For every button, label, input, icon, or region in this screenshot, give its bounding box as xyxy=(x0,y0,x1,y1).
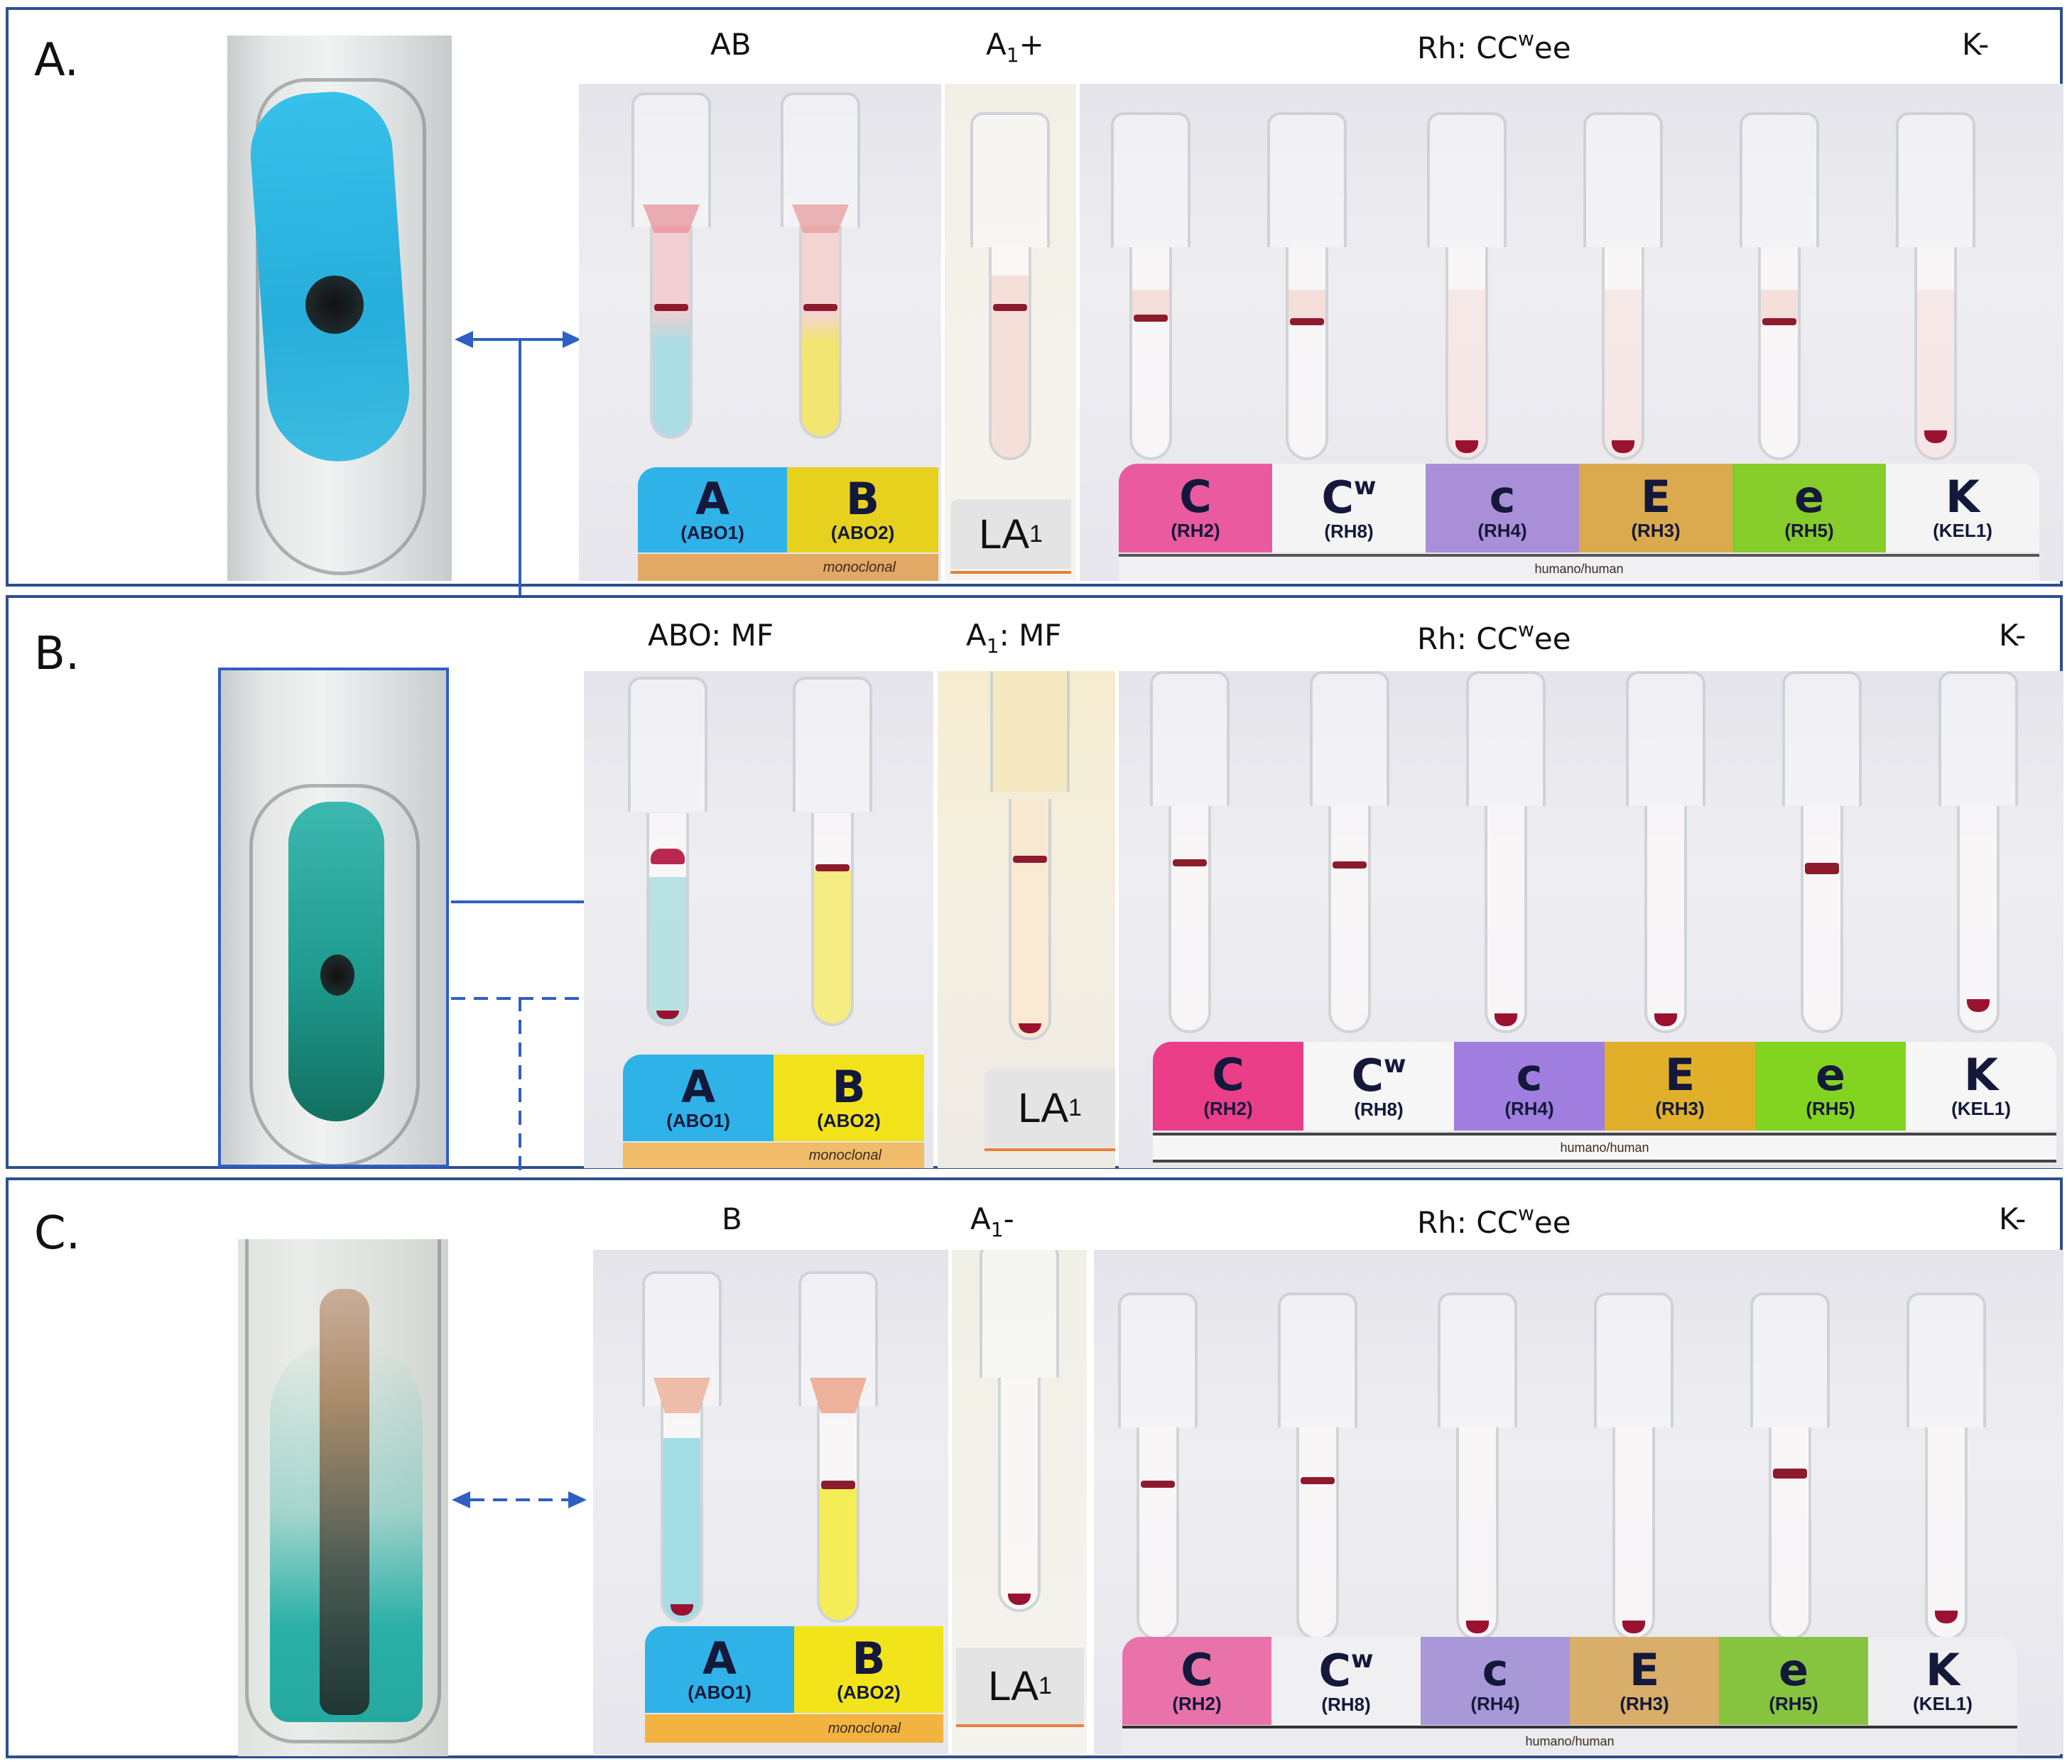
agglutination-band xyxy=(821,1481,855,1489)
brown-streak xyxy=(320,1289,369,1715)
label-rh8: Cw(RH8) xyxy=(1303,1042,1454,1131)
label-rh3: E(RH3) xyxy=(1570,1637,1719,1725)
monoclonal-strip: monoclonal xyxy=(623,1143,924,1168)
agglutination-band xyxy=(1013,856,1047,863)
label-rh2: C(RH2) xyxy=(1119,464,1272,552)
abo-card-a: A(ABO1) B(ABO2) monoclonal xyxy=(579,84,941,581)
connector-dashed-line xyxy=(470,1498,570,1501)
panel-letter: B. xyxy=(34,628,80,680)
rh-label-row: C(RH2) Cw(RH8) c(RH4) E(RH3) e(RH5) K(KE… xyxy=(1119,464,2039,552)
glass-tube xyxy=(256,78,426,575)
agglutination-band xyxy=(803,304,837,311)
abo-label-row: A(ABO1) B(ABO2) xyxy=(638,467,938,552)
human-strip: humano/human xyxy=(1153,1133,2056,1163)
header-abo-result: B xyxy=(722,1202,742,1236)
header-rh-phenotype: Rh: CCwee xyxy=(1417,618,1571,656)
connector-dashed-line xyxy=(451,997,593,1000)
panel-letter: C. xyxy=(34,1207,81,1260)
agglutination-band xyxy=(651,849,685,864)
rh-card-c: C(RH2) Cw(RH8) c(RH4) E(RH3) e(RH5) K(KE… xyxy=(1094,1250,2063,1754)
label-rh2: C(RH2) xyxy=(1122,1637,1271,1725)
rh-label-row: C(RH2) Cw(RH8) c(RH4) E(RH3) e(RH5) K(KE… xyxy=(1153,1042,2056,1131)
la1-underline xyxy=(985,1148,1115,1151)
label-kel1: K(KEL1) xyxy=(1886,464,2039,552)
la1-underline xyxy=(950,571,1071,574)
header-kell-result: K- xyxy=(1962,27,1990,62)
abo-card-c: A(ABO1) B(ABO2) monoclonal xyxy=(593,1250,948,1754)
header-kell-result: K- xyxy=(1999,1202,2027,1236)
arrow-right-icon xyxy=(568,1491,587,1508)
label-rh4: c(RH4) xyxy=(1421,1637,1570,1725)
abo-card-b: A(ABO1) B(ABO2) monoclonal xyxy=(584,671,933,1168)
label-anti-b: B(ABO2) xyxy=(774,1055,924,1141)
human-strip: humano/human xyxy=(1122,1726,2017,1754)
monoclonal-strip: monoclonal xyxy=(645,1714,943,1743)
label-rh3: E(RH3) xyxy=(1579,464,1732,552)
header-a1-result: A1+ xyxy=(986,27,1044,67)
glass-tube xyxy=(245,1239,441,1743)
label-rh4: c(RH4) xyxy=(1426,464,1579,552)
header-kell-result: K- xyxy=(1999,618,2027,653)
agglutination-band xyxy=(654,304,688,311)
abo-label-row: A(ABO1) B(ABO2) xyxy=(645,1626,943,1713)
label-anti-a: A(ABO1) xyxy=(645,1626,794,1713)
agglutinate-dot xyxy=(320,954,354,996)
label-rh8: Cw(RH8) xyxy=(1272,464,1426,552)
label-anti-a: A(ABO1) xyxy=(638,467,787,552)
connector-line xyxy=(472,338,564,341)
label-rh2: C(RH2) xyxy=(1153,1042,1303,1131)
label-rh3: E(RH3) xyxy=(1605,1042,1755,1131)
label-anti-b: B(ABO2) xyxy=(794,1626,943,1713)
label-kel1: K(KEL1) xyxy=(1868,1637,2017,1725)
label-anti-a: A(ABO1) xyxy=(623,1055,774,1141)
reagent-tube-photo-a xyxy=(227,36,452,581)
reagent-tube-photo-b xyxy=(218,668,449,1167)
connector-line xyxy=(451,900,593,903)
agglutinate-dot xyxy=(305,276,364,334)
agglutination-band xyxy=(815,864,850,871)
arrow-left-icon xyxy=(455,331,473,348)
arrow-left-icon xyxy=(452,1491,470,1508)
la1-underline xyxy=(956,1724,1084,1727)
rh-card-b: C(RH2) Cw(RH8) c(RH4) E(RH3) e(RH5) K(KE… xyxy=(1119,671,2063,1168)
abo-label-row: A(ABO1) B(ABO2) xyxy=(623,1055,924,1141)
arrow-right-icon xyxy=(563,331,581,348)
label-rh5: e(RH5) xyxy=(1732,464,1886,552)
glass-tube xyxy=(249,784,420,1165)
header-a1-result: A1- xyxy=(970,1202,1014,1241)
human-strip: humano/human xyxy=(1119,554,2039,581)
header-rh-phenotype: Rh: CCwee xyxy=(1417,1202,1571,1240)
label-kel1: K(KEL1) xyxy=(1906,1042,2056,1131)
label-rh5: e(RH5) xyxy=(1755,1042,1906,1131)
header-abo-result: ABO: MF xyxy=(648,618,774,653)
header-a1-result: A1: MF xyxy=(966,618,1062,658)
label-anti-b: B(ABO2) xyxy=(787,467,938,552)
header-abo-result: AB xyxy=(710,27,752,62)
panel-letter: A. xyxy=(34,34,79,87)
header-rh-phenotype: Rh: CCwee xyxy=(1417,27,1571,65)
reagent-tube-photo-c xyxy=(238,1239,448,1756)
label-rh8: Cw(RH8) xyxy=(1271,1637,1421,1725)
label-rh4: c(RH4) xyxy=(1454,1042,1605,1131)
monoclonal-strip: monoclonal xyxy=(638,554,938,581)
label-rh5: e(RH5) xyxy=(1719,1637,1868,1725)
agglutination-band xyxy=(993,304,1027,311)
rh-card-a: C(RH2) Cw(RH8) c(RH4) E(RH3) e(RH5) K(KE… xyxy=(1080,84,2063,581)
rh-label-row: C(RH2) Cw(RH8) c(RH4) E(RH3) e(RH5) K(KE… xyxy=(1122,1637,2017,1725)
